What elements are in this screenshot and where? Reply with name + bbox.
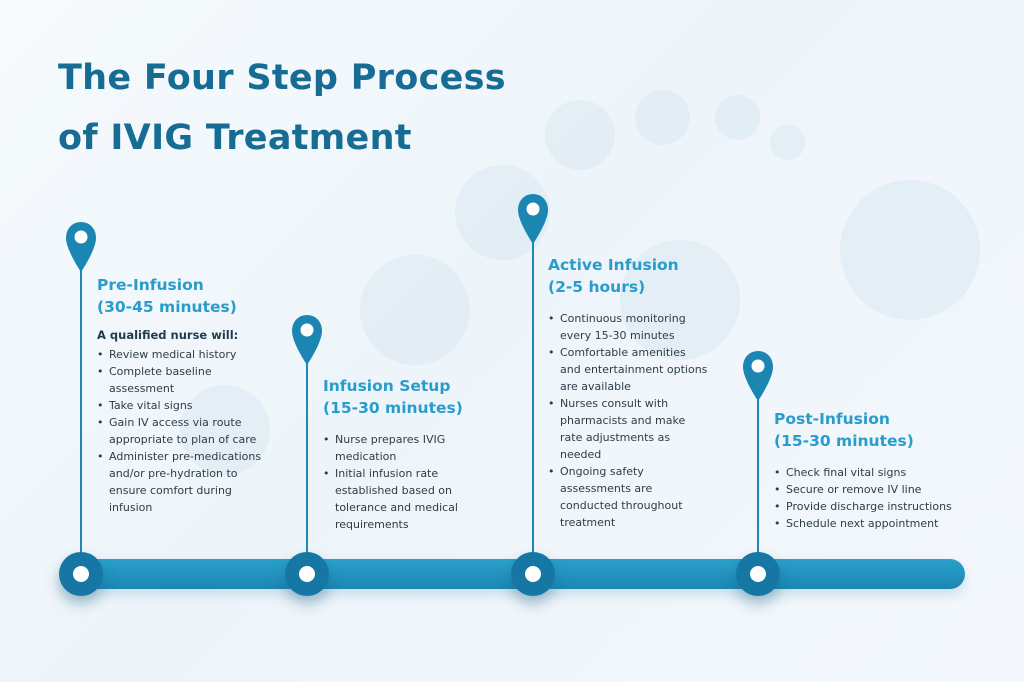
step-duration: (2-5 hours) [548, 278, 646, 296]
list-item: Nurse prepares IVIG medication [323, 431, 483, 465]
list-item: Administer pre-medications and/or pre-hy… [97, 448, 277, 516]
list-item: Continuous monitoring every 15-30 minute… [548, 310, 708, 344]
list-item: Take vital signs [97, 397, 277, 414]
step-post-infusion: Post-Infusion (15-30 minutes) Check fina… [774, 408, 974, 532]
step-name: Active Infusion [548, 256, 679, 274]
step-title: Post-Infusion (15-30 minutes) [774, 408, 974, 452]
step-active-infusion: Active Infusion (2-5 hours) Continuous m… [548, 254, 708, 531]
step-infusion-setup: Infusion Setup (15-30 minutes) Nurse pre… [323, 375, 483, 533]
title-line-1: The Four Step Process [58, 58, 506, 98]
map-pin-icon [66, 222, 96, 272]
list-item: Gain IV access via route appropriate to … [97, 414, 277, 448]
timeline-node-1 [59, 552, 103, 596]
step-pre-infusion: Pre-Infusion (30-45 minutes) A qualified… [97, 274, 277, 516]
page-title: The Four Step Process of IVIG Treatment [58, 48, 506, 168]
step-duration: (30-45 minutes) [97, 298, 237, 316]
list-item: Check final vital signs [774, 464, 974, 481]
step-lead: A qualified nurse will: [97, 328, 239, 342]
connector-line-1 [80, 262, 82, 567]
connector-line-3 [532, 234, 534, 567]
step-items: Nurse prepares IVIG medication Initial i… [323, 431, 483, 533]
timeline-node-2 [285, 552, 329, 596]
step-title: Infusion Setup (15-30 minutes) [323, 375, 483, 419]
map-pin-icon [292, 315, 322, 365]
step-items: Review medical history Complete baseline… [97, 346, 277, 516]
list-item: Initial infusion rate established based … [323, 465, 483, 533]
timeline-node-4 [736, 552, 780, 596]
step-name: Post-Infusion [774, 410, 890, 428]
step-name: Pre-Infusion [97, 276, 204, 294]
step-title: Pre-Infusion (30-45 minutes) [97, 274, 277, 318]
connector-line-2 [306, 355, 308, 567]
list-item: Nurses consult with pharmacists and make… [548, 395, 708, 463]
list-item: Provide discharge instructions [774, 498, 974, 515]
step-items: Check final vital signs Secure or remove… [774, 464, 974, 532]
list-item: Secure or remove IV line [774, 481, 974, 498]
list-item: Ongoing safety assessments are conducted… [548, 463, 708, 531]
list-item: Complete baseline assessment [97, 363, 277, 397]
connector-line-4 [757, 390, 759, 567]
step-items: Continuous monitoring every 15-30 minute… [548, 310, 708, 531]
map-pin-icon [518, 194, 548, 244]
timeline-node-3 [511, 552, 555, 596]
step-duration: (15-30 minutes) [774, 432, 914, 450]
list-item: Comfortable amenities and entertainment … [548, 344, 708, 395]
map-pin-icon [743, 351, 773, 401]
step-duration: (15-30 minutes) [323, 399, 463, 417]
list-item: Review medical history [97, 346, 277, 363]
title-line-2: of IVIG Treatment [58, 118, 412, 158]
step-title: Active Infusion (2-5 hours) [548, 254, 708, 298]
list-item: Schedule next appointment [774, 515, 974, 532]
step-name: Infusion Setup [323, 377, 451, 395]
